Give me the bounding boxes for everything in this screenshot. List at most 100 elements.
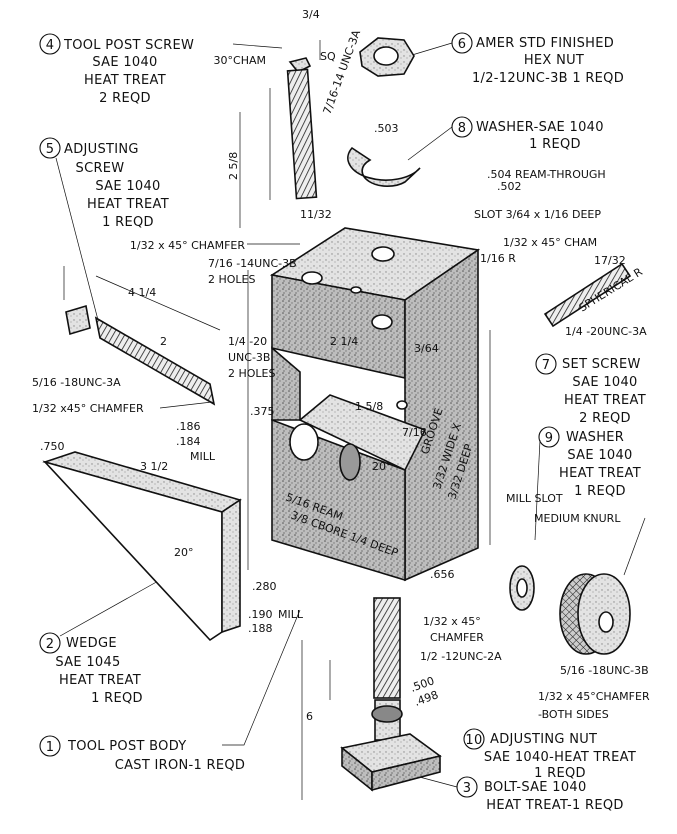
note-chamfer-bolt: 1/32 x 45° [423, 615, 481, 628]
angle-20-wedge: 20° [174, 546, 194, 559]
note-unc18: 5/16 -18UNC-3A [32, 376, 121, 389]
part-name: WASHER-SAE 1040 [476, 120, 604, 135]
note-knurl: MEDIUM KNURL [534, 512, 621, 525]
part-material: CAST IRON-1 REQD [115, 758, 246, 773]
part-treatment: HEAT TREAT-1 REQD [486, 798, 623, 813]
note-unc16: 5/16 -18UNC-3B [560, 664, 649, 677]
bolt: 6 1/32 x 45° CHAMFER 1/2 -12UNC-2A .500 … [301, 597, 502, 800]
part-name: TOOL POST SCREW [63, 38, 194, 53]
part-qty: 1 REQD [574, 484, 626, 499]
dim-7-16: 7/16 [402, 426, 427, 439]
dim-186: .186 [176, 420, 201, 433]
dim-11-32: 11/32 [300, 208, 332, 221]
note-30-cham: 30°CHAM [214, 54, 266, 67]
part-material: SAE 1040 [567, 448, 632, 463]
note-unc3b: UNC-3B [228, 351, 270, 364]
part-qty: 2 REQD [579, 411, 631, 426]
part-number-circle [538, 426, 560, 448]
part-name: WEDGE [66, 636, 117, 651]
part-treatment: HEAT TREAT [84, 73, 166, 88]
part-treatment: HEAT TREAT [559, 466, 641, 481]
hex-nut [359, 37, 415, 77]
part-treatment: HEAT TREAT [87, 197, 169, 212]
note-holes-2: 2 HOLES [208, 273, 256, 286]
part-material: SAE 1045 [55, 655, 120, 670]
label-part-3: 3 BOLT-SAE 1040 HEAT TREAT-1 REQD [411, 774, 623, 813]
part-material: SAE 1040 [572, 375, 637, 390]
washer-part-8: .503 [347, 122, 421, 187]
adjusting-screw: 4 1/4 2 5/16 -18UNC-3A 1/32 x45° CHAMFER [32, 266, 221, 415]
part-spec: 1/2-12UNC-3B 1 REQD [472, 71, 624, 86]
dim-184: .184 [176, 435, 201, 448]
adjusting-nut: MILL SLOT MEDIUM KNURL 5/16 -18UNC-3B 1/… [506, 492, 650, 721]
dim-2-1-4: 2 1/4 [330, 335, 358, 348]
dim-2-5-8: 2 5/8 [227, 152, 240, 180]
dim-188: .188 [248, 622, 273, 635]
part-number: 10 [465, 733, 482, 748]
part-number: 5 [46, 142, 55, 157]
note-ream: .504 REAM-THROUGH [487, 168, 606, 181]
part-number-circle [535, 353, 557, 375]
label-part-10: 10 ADJUSTING NUT SAE 1040-HEAT TREAT 1 R… [463, 728, 636, 781]
part-name: WASHER [566, 430, 624, 445]
part-number-circle [39, 137, 61, 159]
note-holes-14unc: 7/16 -14UNC-3B [208, 257, 297, 270]
part-name-2: SCREW [76, 161, 125, 176]
note-unc20a: 1/4 -20UNC-3A [565, 325, 647, 338]
part-name: ADJUSTING [64, 142, 139, 157]
tool-post-body: .502 .504 REAM-THROUGH SLOT 3/64 x 1/16 … [130, 168, 606, 582]
dim-280: .280 [252, 580, 277, 593]
part-number-circle [39, 735, 61, 757]
note-unc20-holes: 2 HOLES [228, 367, 276, 380]
note-chamfer-bolt-2: CHAMFER [430, 631, 484, 644]
part-treatment: HEAT TREAT [564, 393, 646, 408]
part-qty: 1 REQD [534, 766, 586, 781]
dim-3-4: 3/4 [302, 8, 320, 21]
dim-1-5-8: 1 5/8 [355, 400, 383, 413]
dim-1-16r: 1/16 R [480, 252, 516, 265]
part-number-circle [39, 33, 61, 55]
label-part-9: 9 WASHER SAE 1040 HEAT TREAT 1 REQD [534, 426, 641, 541]
note-chamfer-45: 1/32 x 45° CHAMFER [130, 239, 245, 252]
dim-4-1-4: 4 1/4 [128, 286, 156, 299]
part-number-circle [39, 632, 61, 654]
part-name: SET SCREW [562, 357, 641, 372]
dim-3-1-2: 3 1/2 [140, 460, 168, 473]
tool-post-screw: 30°CHAM SQ 3/4 11/32 7/16-14 UNC-3A 2 5/… [214, 8, 364, 228]
wedge: .750 3 1/2 20° .280 .190 .188 MILL [40, 440, 304, 642]
dim-503: .503 [374, 122, 399, 135]
note-mill-wedge: MILL [278, 608, 304, 621]
label-part-8: 8 WASHER-SAE 1040 1 REQD [407, 116, 604, 161]
part-qty: 1 REQD [529, 137, 581, 152]
dim-3-64: 3/64 [414, 342, 439, 355]
label-part-4: 4 TOOL POST SCREW SAE 1040 HEAT TREAT 2 … [39, 33, 283, 106]
label-part-7: 7 SET SCREW SAE 1040 HEAT TREAT 2 REQD [535, 353, 646, 426]
label-part-1: 1 TOOL POST BODY CAST IRON-1 REQD [39, 609, 301, 773]
dim-375: .375 [250, 405, 275, 418]
note-cham45c: 1/32 x 45°CHAMFER [538, 690, 650, 703]
note-cham32: 1/32 x 45° CHAM [503, 236, 597, 249]
part-number: 8 [458, 121, 467, 136]
set-screw: 1/4 -20UNC-3A SPHERICAL R 17/32 [543, 254, 647, 338]
dim-656: .656 [430, 568, 455, 581]
washer-part-9 [509, 565, 535, 611]
note-both-sides: -BOTH SIDES [538, 708, 609, 721]
note-mill-slot: MILL SLOT [506, 492, 563, 505]
note-sq: SQ [320, 50, 336, 63]
part-material: SAE 1040 [92, 55, 157, 70]
part-number: 7 [542, 358, 551, 373]
dim-2: 2 [160, 335, 167, 348]
note-unc12-2a: 1/2 -12UNC-2A [420, 650, 502, 663]
part-qty: 2 REQD [99, 91, 151, 106]
note-7-16-14unc: 7/16-14 UNC-3A [321, 28, 364, 116]
part-number: 1 [46, 740, 55, 755]
part-material: SAE 1040-HEAT TREAT [484, 750, 636, 765]
part-treatment: HEAT TREAT [59, 673, 141, 688]
part-qty: 1 REQD [102, 215, 154, 230]
part-name: ADJUSTING NUT [490, 732, 597, 747]
part-number: 4 [46, 38, 55, 53]
part-number: 2 [46, 637, 55, 652]
note-unc20: 1/4 -20 [228, 335, 267, 348]
note-mill: MILL [190, 450, 216, 463]
